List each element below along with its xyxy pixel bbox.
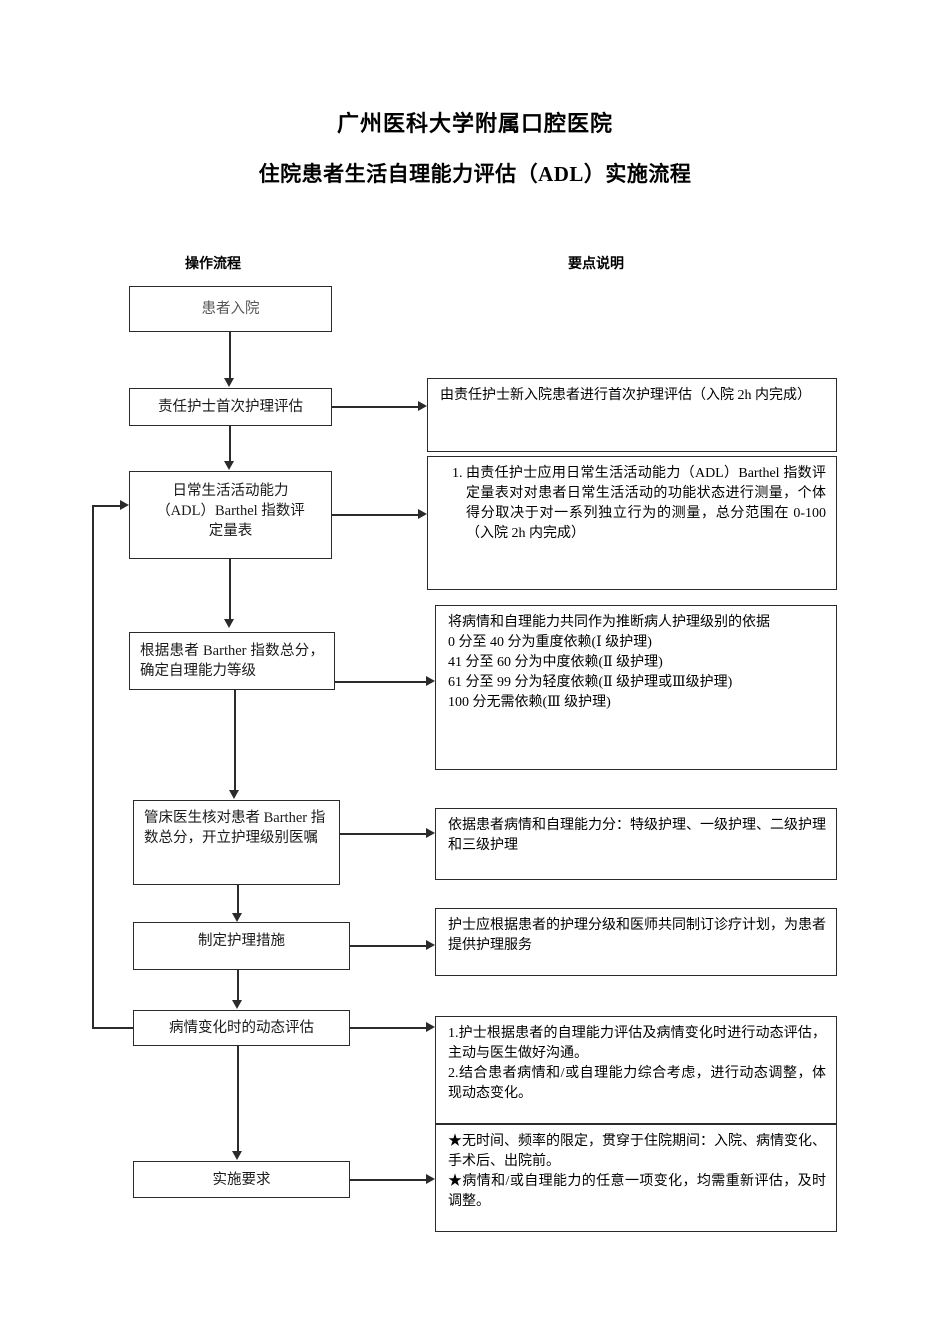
note-first-assess-line-1: 由责任护士新入院患者进行首次护理评估（入院 2h 内完成） [440,388,811,403]
flow-box-requirements[interactable]: 实施要求 [133,1161,350,1198]
arrow-determine-level-to-doctor-order [229,790,239,799]
flow-box-admission-label: 患者入院 [201,301,260,317]
note-box-requirements: ★无时间、频率的限定，贯穿于住院期间：入院、病情变化、手术后、出院前。 ★病情和… [435,1124,837,1232]
note-box-doctor-order: 依据患者病情和自理能力分：特级护理、一级护理、二级护理和三级护理 [435,808,837,880]
connector-dynamic-assess-to-requirements [237,1046,239,1154]
feedback-loop-bottom-segment [92,1027,134,1029]
flow-box-first-assess-label: 责任护士首次护理评估 [158,399,303,415]
note-box-adl-scale: 由责任护士应用日常生活活动能力（ADL）Barthel 指数评定量表对对患者日常… [427,456,837,590]
connector-admission-to-first-assess [229,332,231,380]
flow-box-care-measures[interactable]: 制定护理措施 [133,922,350,970]
arrow-first-assess-to-note [418,401,427,411]
note-determine-level-line-1: 将病情和自理能力共同作为推断病人护理级别的依据 [448,615,770,630]
flow-box-adl-scale[interactable]: 日常生活活动能力 （ADL）Barthel 指数评 定量表 [129,471,332,559]
hospital-title: 广州医科大学附属口腔医院 [336,111,613,136]
column-header-notes: 要点说明 [568,255,624,271]
flow-box-determine-level-label: 根据患者 Barther 指数总分，确定自理能力等级 [140,643,324,679]
arrow-first-assess-to-adl [224,461,234,470]
note-box-care-measures: 护士应根据患者的护理分级和医师共同制订诊疗计划，为患者提供护理服务 [435,908,837,976]
note-dynamic-assess-line-2: 2.结合患者病情和/或自理能力综合考虑，进行动态调整，体现动态变化。 [448,1065,826,1101]
connector-doctor-order-to-care-measures [237,885,239,915]
arrow-admission-to-first-assess [224,378,234,387]
note-box-dynamic-assess: 1.护士根据患者的自理能力评估及病情变化时进行动态评估，主动与医生做好沟通。 2… [435,1016,837,1124]
connector-determine-level-to-doctor-order [234,690,236,794]
arrow-requirements-to-note [426,1174,435,1184]
flow-box-doctor-order[interactable]: 管床医生核对患者 Barther 指数总分，开立护理级别医嘱 [133,800,340,885]
flow-box-admission[interactable]: 患者入院 [129,286,332,332]
arrow-dynamic-assess-to-note [426,1022,435,1032]
note-adl-scale-item-1: 由责任护士应用日常生活活动能力（ADL）Barthel 指数评定量表对对患者日常… [466,464,826,544]
arrow-care-measures-to-dynamic-assess [232,1000,242,1009]
arrow-adl-to-note [418,509,427,519]
note-requirements-line-2: ★病情和/或自理能力的任意一项变化，均需重新评估，及时调整。 [448,1173,826,1209]
arrow-doctor-order-to-care-measures [232,913,242,922]
note-determine-level-line-2: 0 分至 40 分为重度依赖(Ⅰ 级护理) [448,634,652,650]
connector-care-measures-to-note [350,945,428,947]
connector-doctor-order-to-note [340,833,428,835]
note-determine-level-line-4: 61 分至 99 分为轻度依赖(Ⅱ 级护理或Ⅲ级护理) [448,674,733,690]
flow-box-requirements-label: 实施要求 [212,1171,271,1188]
arrow-feedback-loop-to-adl [120,500,129,510]
connector-adl-to-note [332,514,420,516]
connector-determine-level-to-note [335,681,428,683]
note-doctor-order-line-1: 依据患者病情和自理能力分：特级护理、一级护理、二级护理和三级护理 [448,818,826,853]
note-determine-level-line-3: 41 分至 60 分为中度依赖(Ⅱ 级护理) [448,654,663,670]
note-box-determine-level: 将病情和自理能力共同作为推断病人护理级别的依据 0 分至 40 分为重度依赖(Ⅰ… [435,605,837,770]
note-box-first-assess: 由责任护士新入院患者进行首次护理评估（入院 2h 内完成） [427,378,837,452]
arrow-care-measures-to-note [426,940,435,950]
flow-box-care-measures-label: 制定护理措施 [198,933,285,949]
feedback-loop-top-segment [92,505,122,507]
flow-box-dynamic-assess[interactable]: 病情变化时的动态评估 [133,1010,350,1046]
connector-adl-to-determine-level [229,559,231,621]
connector-requirements-to-note [350,1179,428,1181]
connector-care-measures-to-dynamic-assess [237,970,239,1002]
column-header-flow: 操作流程 [185,255,241,271]
flow-box-doctor-order-label: 管床医生核对患者 Barther 指数总分，开立护理级别医嘱 [144,810,326,846]
arrow-determine-level-to-note [426,676,435,686]
flow-box-dynamic-assess-label: 病情变化时的动态评估 [169,1020,314,1036]
arrow-adl-to-determine-level [224,619,234,628]
note-care-measures-line-1: 护士应根据患者的护理分级和医师共同制订诊疗计划，为患者提供护理服务 [448,918,826,953]
arrow-dynamic-assess-to-requirements [232,1151,242,1160]
note-dynamic-assess-line-1: 1.护士根据患者的自理能力评估及病情变化时进行动态评估，主动与医生做好沟通。 [448,1026,826,1061]
connector-first-assess-to-note [332,406,420,408]
arrow-doctor-order-to-note [426,828,435,838]
process-title: 住院患者生活自理能力评估（ADL）实施流程 [258,162,692,186]
connector-dynamic-assess-to-note [350,1027,428,1029]
note-determine-level-line-5: 100 分无需依赖(Ⅲ 级护理) [448,694,611,710]
flow-box-adl-scale-label: 日常生活活动能力 （ADL）Barthel 指数评 定量表 [156,483,305,539]
connector-first-assess-to-adl [229,426,231,464]
flow-box-determine-level[interactable]: 根据患者 Barther 指数总分，确定自理能力等级 [129,632,335,690]
feedback-loop-left-segment [92,505,94,1028]
note-adl-scale-list: 由责任护士应用日常生活活动能力（ADL）Barthel 指数评定量表对对患者日常… [440,464,826,544]
flow-box-first-assess[interactable]: 责任护士首次护理评估 [129,388,332,426]
note-requirements-line-1: ★无时间、频率的限定，贯穿于住院期间：入院、病情变化、手术后、出院前。 [448,1134,826,1169]
